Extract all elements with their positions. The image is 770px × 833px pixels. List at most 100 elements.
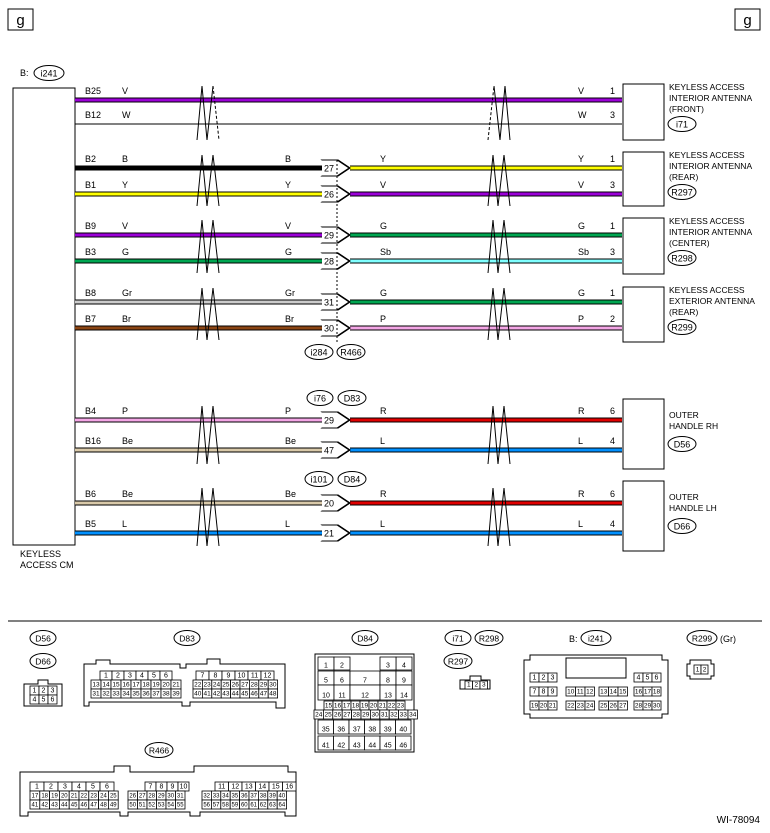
right-unit-connector: R298 <box>671 254 693 264</box>
connector-pin-number: 25 <box>324 712 332 719</box>
right-unit-name: INTERIOR ANTENNA <box>669 227 752 237</box>
right-unit-name: INTERIOR ANTENNA <box>669 161 752 171</box>
connector-pin-number: 4 <box>637 675 641 682</box>
connector-pin-number: 30 <box>653 703 661 710</box>
connector-pin-cell <box>395 719 412 735</box>
connector-pin-number: 47 <box>260 691 268 698</box>
connector-pin-number: 38 <box>368 727 376 734</box>
connector-pin-number: 36 <box>241 794 248 800</box>
connector-pin-number: 21 <box>549 703 557 710</box>
connector-pin-number: 15 <box>619 689 627 696</box>
right-unit-name: OUTER <box>669 492 699 502</box>
connector-pin-number: 7 <box>201 673 205 680</box>
junction-label-i101-ellipse <box>304 471 334 487</box>
connector-pin-number: 26 <box>129 794 136 800</box>
right-unit-name: OUTER <box>669 410 699 420</box>
connector-pin-number: 38 <box>162 691 170 698</box>
connector-pin-number: 32 <box>203 794 210 800</box>
connector-pin-number: 37 <box>250 794 257 800</box>
connector-pin-cell <box>47 694 58 705</box>
connector-pin-number: 5 <box>91 784 95 791</box>
wire-break-mark <box>196 154 208 207</box>
junction-pin-chevron <box>336 319 350 337</box>
right-unit-name: KEYLESS ACCESS <box>669 150 745 160</box>
connector-pin-number: 43 <box>353 743 361 750</box>
wire-break-mark <box>503 154 511 207</box>
corner-box-right <box>734 8 761 31</box>
connector-pin-number: 16 <box>334 703 342 710</box>
conn-view-label-r298-ellipse <box>474 630 504 646</box>
junction-pin-number: 29 <box>324 231 334 241</box>
connector-pin-number: 35 <box>232 794 239 800</box>
connector-pin-number: 33 <box>400 712 408 719</box>
conn-view-label-i241-ellipse <box>580 630 612 646</box>
wire-color-code-junction-right: R <box>380 489 387 499</box>
conn-view-label-d56-ellipse <box>29 630 57 646</box>
connector-pin-number: 19 <box>152 682 160 689</box>
junction-label-i284: i284 <box>310 348 327 358</box>
connector-pin-number: 27 <box>241 682 249 689</box>
wire-color-code-junction-left: L <box>285 519 290 529</box>
right-unit-connector-ellipse <box>667 184 697 200</box>
connector-pin-number: 29 <box>158 794 165 800</box>
right-unit-connector-ellipse <box>667 518 697 534</box>
connector-pin-number: 41 <box>203 691 211 698</box>
connector-pin-number: 28 <box>148 794 155 800</box>
connector-pin-number: 3 <box>128 673 132 680</box>
wire-break-mark <box>212 219 220 274</box>
wire-break-mark <box>497 287 505 341</box>
connector-pin-number: 42 <box>41 803 48 809</box>
left-unit-name-line1: KEYLESS <box>20 549 61 559</box>
connector-pin-number: 24 <box>586 703 594 710</box>
connector-pin-number: 27 <box>343 712 351 719</box>
connector-pin-number: 2 <box>116 673 120 680</box>
connector-pin-number: 44 <box>368 743 376 750</box>
wire-color-code: Gr <box>122 288 132 298</box>
wire-break-mark <box>212 85 220 141</box>
conn-view-label-d83: D83 <box>179 634 195 644</box>
connector-pin-number: 18 <box>41 794 48 800</box>
connector-pin-number: 1 <box>104 673 108 680</box>
wire-right-pin: 1 <box>610 288 615 298</box>
wire-break-mark <box>487 405 499 465</box>
connector-pin-number: 3 <box>551 675 555 682</box>
connector-pin-number: 6 <box>340 678 344 685</box>
connector-pin-number: 21 <box>172 682 180 689</box>
connector-pin-number: 22 <box>567 703 575 710</box>
connector-pin-number: 52 <box>148 803 155 809</box>
connector-pin-number: 13 <box>92 682 100 689</box>
right-unit-connector-ellipse <box>667 116 697 132</box>
connector-pin-number: 10 <box>322 693 330 700</box>
connector-pin-number: 57 <box>213 803 220 809</box>
right-unit-name: (FRONT) <box>669 104 704 114</box>
wire-break-mark <box>212 287 220 341</box>
connector-pin-number: 25 <box>110 794 117 800</box>
connector-pin-number: 33 <box>112 691 120 698</box>
connector-pin-number: 22 <box>81 794 88 800</box>
wire-color-code: G <box>122 247 129 257</box>
connector-pin-number: 25 <box>222 682 230 689</box>
wire-color-code: L <box>122 519 127 529</box>
connector-pin-number: 21 <box>71 794 78 800</box>
junction-pin-chevron <box>336 441 350 459</box>
connector-pin-number: 20 <box>540 703 548 710</box>
connector-pin-number: 12 <box>231 784 239 791</box>
right-unit-box <box>622 286 665 343</box>
right-unit-connector-ellipse <box>667 319 697 335</box>
break-marks-layer <box>196 85 511 547</box>
connector-pin-cell <box>700 664 709 675</box>
connector-pin-cell <box>584 686 595 697</box>
connector-pin-number: 60 <box>241 803 248 809</box>
connector-pin-number: 7 <box>149 784 153 791</box>
wire-color-code-junction-left: Gr <box>285 288 295 298</box>
wire-break-mark <box>497 154 505 207</box>
wire-break-mark <box>206 219 214 274</box>
wire-break-mark <box>503 405 511 465</box>
right-unit-name: KEYLESS ACCESS <box>669 82 745 92</box>
connector-pin-number: 12 <box>586 689 594 696</box>
connector-pin-number: 11 <box>251 673 258 680</box>
connector-pin-number: 28 <box>635 703 643 710</box>
junction-label-i76: i76 <box>314 394 326 404</box>
